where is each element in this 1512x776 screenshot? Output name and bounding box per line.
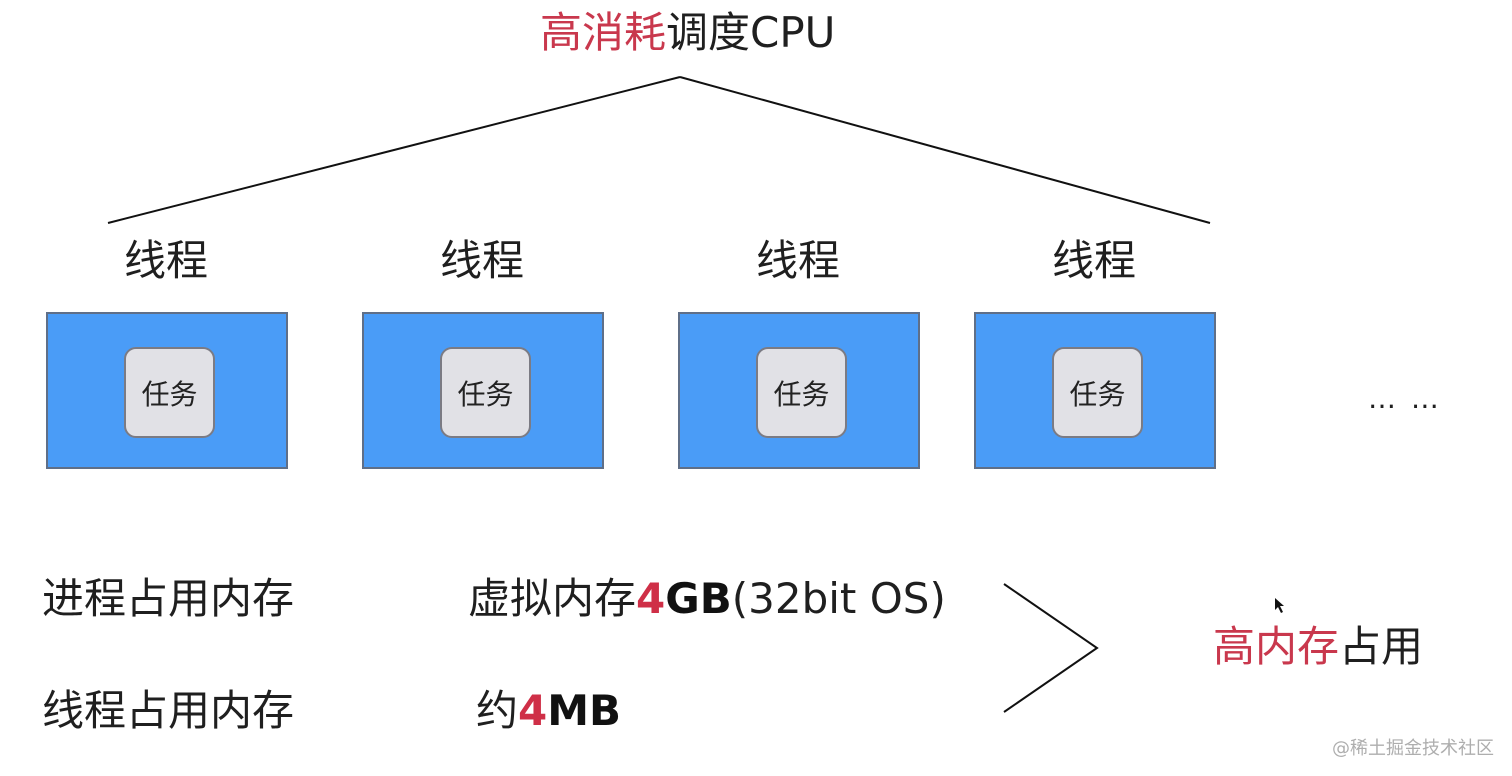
thread-label-2: 线程 bbox=[440, 236, 525, 285]
process-memory-highlight: 4 bbox=[636, 574, 666, 623]
process-memory-value: 虚拟内存4GB(32bit OS) bbox=[468, 578, 946, 620]
process-memory-prefix: 虚拟内存 bbox=[468, 574, 637, 623]
task-box-1: 任务 bbox=[124, 347, 215, 438]
thread-memory-label: 线程占用内存 bbox=[42, 686, 295, 735]
thread-memory-unit: MB bbox=[547, 686, 622, 735]
thread-memory-value: 约4MB bbox=[476, 690, 621, 732]
thread-label-4: 线程 bbox=[1052, 236, 1137, 285]
task-box-2: 任务 bbox=[440, 347, 531, 438]
diagram-title: 高消耗调度CPU bbox=[540, 12, 835, 54]
result-accent: 高内存 bbox=[1213, 622, 1340, 671]
result-rest: 占用 bbox=[1339, 622, 1424, 671]
comparison-chevron bbox=[1003, 583, 1099, 713]
thread-box-2: 任务 bbox=[362, 312, 604, 469]
fanout-line-right bbox=[679, 76, 1211, 224]
mouse-pointer-icon bbox=[1275, 598, 1284, 613]
process-memory-unit: GB bbox=[665, 574, 732, 623]
thread-box-4: 任务 bbox=[974, 312, 1216, 469]
task-box-3: 任务 bbox=[756, 347, 847, 438]
fanout-line-left bbox=[107, 76, 681, 224]
watermark: @稀土掘金技术社区 bbox=[1332, 738, 1494, 759]
thread-label-3: 线程 bbox=[756, 236, 841, 285]
thread-memory-prefix: 约 bbox=[476, 686, 519, 735]
thread-label-1: 线程 bbox=[124, 236, 209, 285]
task-box-4: 任务 bbox=[1052, 347, 1143, 438]
process-memory-suffix: (32bit OS) bbox=[731, 574, 946, 623]
thread-box-1: 任务 bbox=[46, 312, 288, 469]
title-accent: 高消耗 bbox=[540, 8, 667, 57]
thread-memory-highlight: 4 bbox=[518, 686, 548, 735]
process-memory-label: 进程占用内存 bbox=[42, 574, 295, 623]
thread-box-3: 任务 bbox=[678, 312, 920, 469]
title-rest: 调度CPU bbox=[666, 8, 836, 57]
more-threads-ellipsis: … … bbox=[1368, 382, 1442, 415]
memory-result: 高内存占用 bbox=[1213, 626, 1423, 668]
